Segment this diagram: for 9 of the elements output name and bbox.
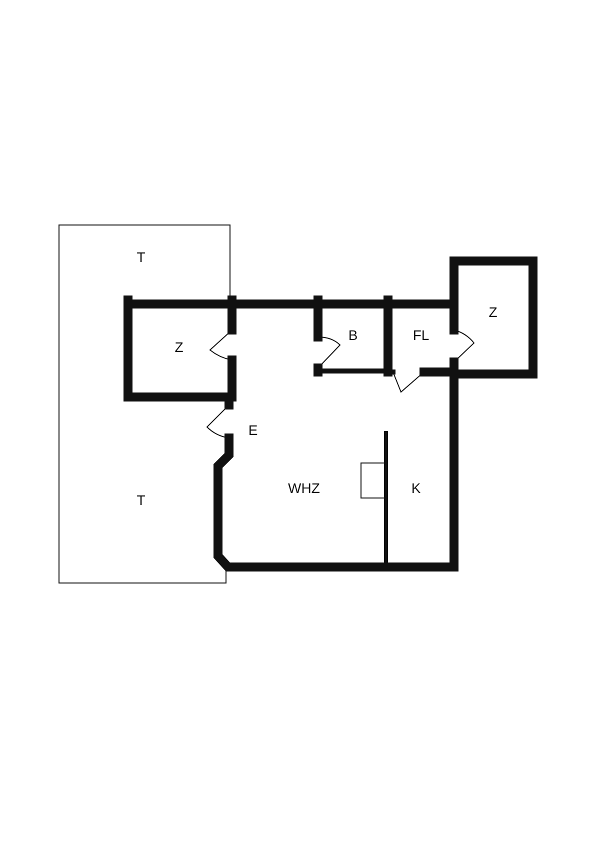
room-label: Z [174,340,184,354]
room-label: T [136,493,146,507]
room-label: B [348,328,358,342]
room-label: T [136,250,146,264]
room-label: WHZ [288,481,320,495]
room-label: E [248,423,258,437]
room-label: Z [488,305,498,319]
room-label: K [411,481,421,495]
room-label: FL [412,328,430,342]
